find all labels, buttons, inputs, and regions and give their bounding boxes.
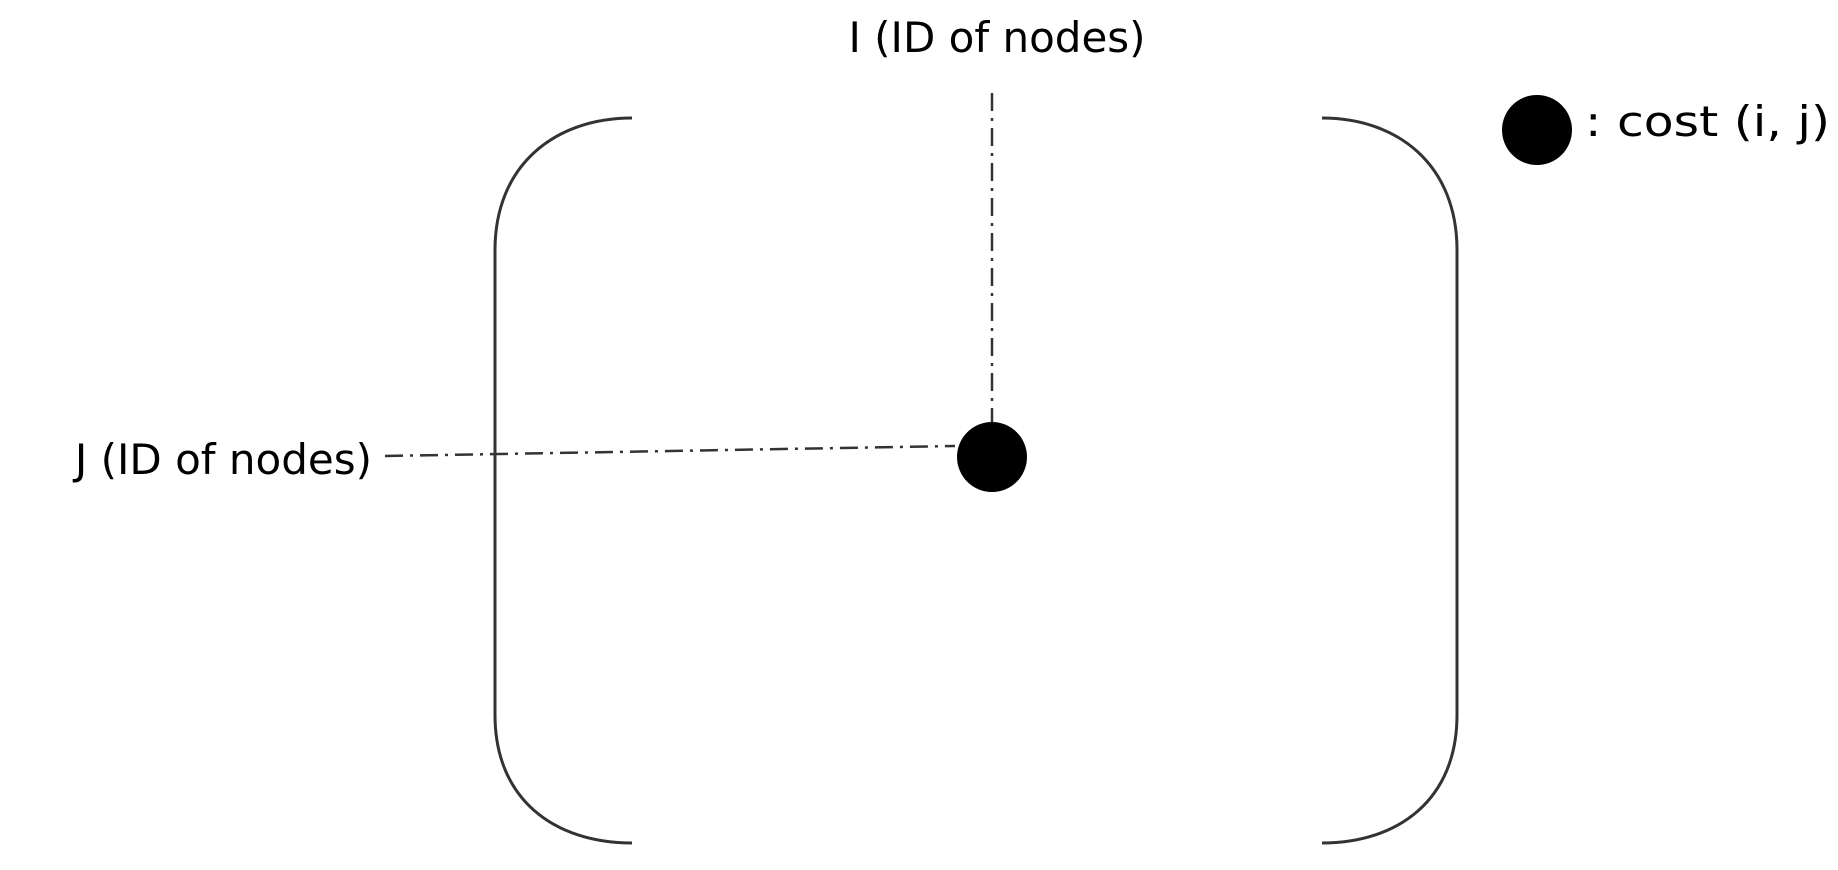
cost-element-dot [957, 422, 1027, 492]
legend-dot [1502, 95, 1572, 165]
row-axis-label: J (ID of nodes) [72, 435, 372, 484]
legend-label: : cost (i, j) [1585, 97, 1830, 146]
column-axis-label: I (ID of nodes) [848, 13, 1145, 62]
row-guide-line [384, 444, 956, 458]
matrix-left-bracket [493, 116, 633, 845]
matrix-right-bracket [1321, 116, 1459, 845]
